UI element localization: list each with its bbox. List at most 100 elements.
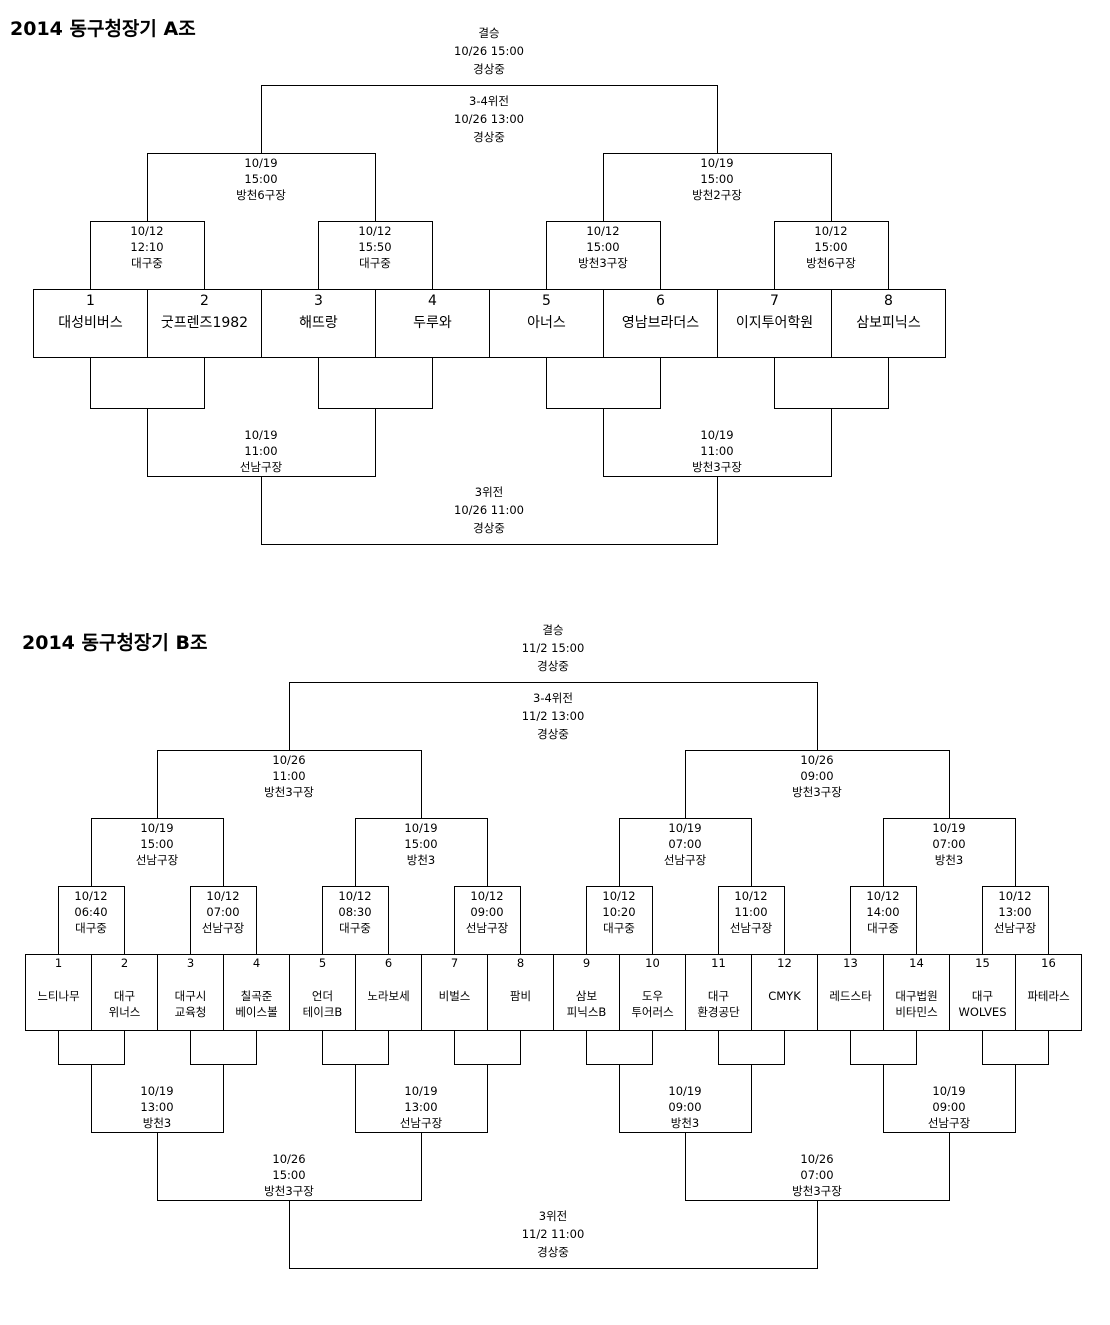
match-label-line: 10/12 (74, 889, 108, 903)
b-r1-bottom-bracket (850, 1030, 917, 1065)
match-label-line: 방천3구장 (792, 785, 842, 799)
match-label-line: 15:00 (586, 240, 620, 254)
match-label-line: 15:00 (814, 240, 848, 254)
team-seed-number: 5 (318, 956, 327, 970)
team-name: 대구 WOLVES (958, 989, 1007, 1019)
match-label-line: 12:10 (130, 240, 164, 254)
match-label-line: 10/12 (358, 224, 392, 238)
match-label-line: 11:00 (244, 444, 278, 458)
match-label-line: 10/19 (244, 156, 278, 170)
team-name: 노라보세 (367, 989, 410, 1003)
match-label-line: 10/12 (998, 889, 1032, 903)
match-label-line: 경상중 (537, 659, 569, 673)
match-label-line: 10/19 (700, 428, 734, 442)
match-label-line: 10/26 (800, 1152, 834, 1166)
match-label-line: 방천6구장 (806, 256, 856, 270)
team-name: 삼보피닉스 (856, 315, 921, 331)
match-label-line: 07:00 (932, 837, 966, 851)
match-label-line: 3-4위전 (469, 94, 509, 108)
match-label-line: 방천2구장 (692, 188, 742, 202)
match-label-line: 선남구장 (465, 921, 509, 935)
match-label-line: 선남구장 (201, 921, 245, 935)
team-name: 언더 테이크B (302, 989, 343, 1019)
match-label-line: 방천3 (142, 1116, 172, 1130)
match-label-line: 경상중 (473, 521, 505, 535)
b-l2-top-bracket (883, 818, 1016, 886)
match-label-line: 11/2 11:00 (521, 1227, 585, 1241)
group-a-title: 2014 동구청장기 A조 (10, 18, 196, 40)
team-seed-number: 10 (645, 956, 660, 970)
team-seed-number: 1 (54, 956, 63, 970)
b-l3-top-bracket-left (157, 750, 422, 818)
match-label-line: 07:00 (668, 837, 702, 851)
b-r1-bottom-bracket (190, 1030, 257, 1065)
match-label-line: 선남구장 (729, 921, 773, 935)
match-label-line: 10/19 (668, 1084, 702, 1098)
b-r1-bottom-bracket (58, 1030, 125, 1065)
match-label-line: 대구중 (359, 256, 391, 270)
match-label-line: 3위전 (474, 485, 504, 499)
match-label-line: 경상중 (473, 62, 505, 76)
team-name: 레드스타 (829, 989, 872, 1003)
match-label-line: 07:00 (206, 905, 240, 919)
team-seed-number: 2 (200, 293, 209, 309)
match-label-line: 09:00 (932, 1100, 966, 1114)
match-label-line: 11:00 (734, 905, 768, 919)
team-seed-number: 3 (186, 956, 195, 970)
match-label-line: 경상중 (473, 130, 505, 144)
match-label-line: 15:00 (244, 172, 278, 186)
match-label-line: 07:00 (800, 1168, 834, 1182)
team-seed-number: 6 (656, 293, 665, 309)
team-seed-number: 9 (582, 956, 591, 970)
match-label-line: 10/26 (272, 1152, 306, 1166)
team-seed-number: 12 (777, 956, 792, 970)
match-label-line: 선남구장 (663, 853, 707, 867)
b-r1-bottom-bracket (322, 1030, 389, 1065)
team-name: 비벌스 (438, 989, 471, 1003)
group-b-title: 2014 동구청장기 B조 (22, 632, 208, 654)
match-label-line: 10/26 (272, 753, 306, 767)
a-qf-top-bracket-left (147, 153, 376, 221)
match-label-line: 15:00 (140, 837, 174, 851)
team-name: 칠곡준 베이스볼 (235, 989, 278, 1019)
match-label-line: 11:00 (272, 769, 306, 783)
team-seed-number: 6 (384, 956, 393, 970)
match-label-line: 결승 (478, 26, 500, 40)
b-r1-bottom-bracket (454, 1030, 521, 1065)
match-label-line: 10/19 (932, 1084, 966, 1098)
match-label-line: 10/19 (404, 821, 438, 835)
b-l3-top-bracket-right (685, 750, 950, 818)
a-qf-top-bracket-right (603, 153, 832, 221)
match-label-line: 결승 (542, 623, 564, 637)
